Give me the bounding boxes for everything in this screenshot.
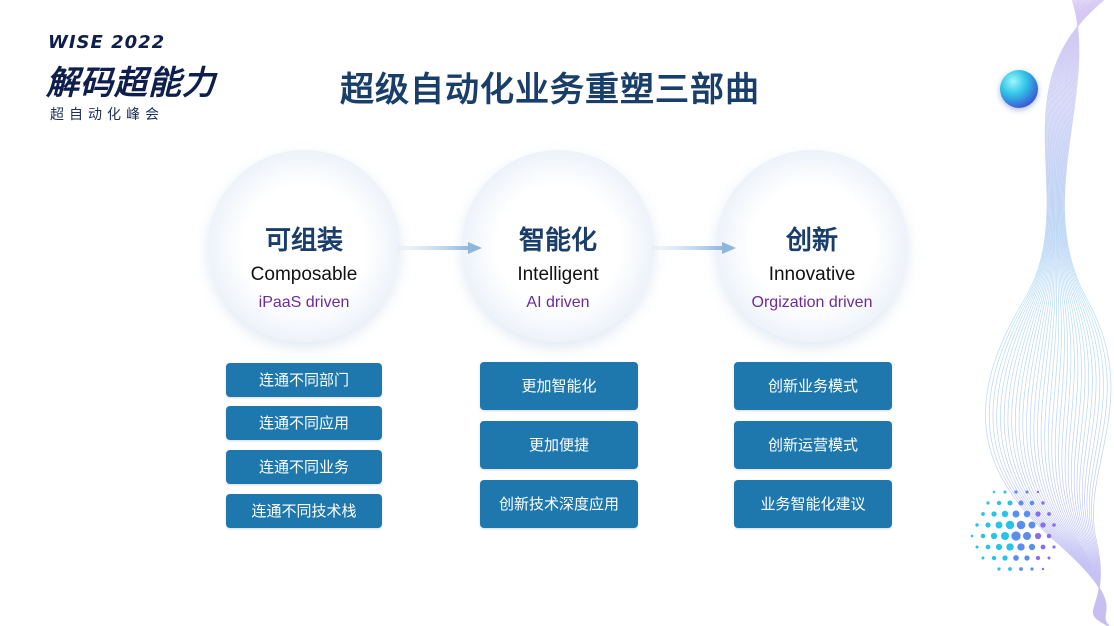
logo-dot xyxy=(1028,543,1036,551)
logo-dot xyxy=(1022,531,1032,541)
stage-zh-label: 智能化 xyxy=(518,226,597,256)
feature-box: 连通不同业务 xyxy=(226,450,382,484)
logo-dot xyxy=(980,533,986,539)
logo-dot xyxy=(1012,510,1020,518)
logo-tagline: 解码超能力 xyxy=(46,63,216,102)
logo-wise-2022: WISE 2022 xyxy=(48,32,166,53)
logo-dot xyxy=(1052,523,1056,527)
logo-dot xyxy=(1052,545,1056,549)
logo-dot xyxy=(1002,555,1008,561)
logo-dot xyxy=(986,501,990,505)
feature-box: 连通不同技术栈 xyxy=(226,494,382,528)
stage-zh-label: 可组装 xyxy=(264,226,343,256)
logo-dot xyxy=(995,543,1003,551)
logo-dot xyxy=(1035,511,1041,517)
wave-decoration xyxy=(985,0,1112,626)
logo-dot xyxy=(1025,490,1029,494)
logo-dot xyxy=(1034,532,1042,540)
logo-dot xyxy=(991,555,997,561)
logo-dot xyxy=(1028,521,1036,529)
logo-dot xyxy=(1017,543,1025,551)
logo-dot xyxy=(981,556,985,560)
logo-summit-name: 超自动化峰会 xyxy=(50,107,164,123)
stage-driver-label: Orgization driven xyxy=(751,294,873,311)
logo-dot xyxy=(1047,556,1051,560)
logo-dot xyxy=(981,512,985,516)
logo-dot xyxy=(1040,544,1046,550)
logo-dot xyxy=(990,532,998,540)
stage-en-label: Innovative xyxy=(768,264,856,285)
logo-dot xyxy=(1035,555,1041,561)
slide-title: 超级自动化业务重塑三部曲 xyxy=(340,70,760,110)
logo-dot xyxy=(975,545,979,549)
logo-dot xyxy=(1040,522,1046,528)
logo-dot xyxy=(975,523,979,527)
feature-box: 创新运营模式 xyxy=(734,421,892,469)
logo-dot xyxy=(1030,567,1034,571)
logo-dot xyxy=(1024,555,1030,561)
logo-dot xyxy=(1006,543,1014,551)
stage-driver-label: AI driven xyxy=(526,294,590,311)
stage-circle-intelligent: 智能化 Intelligent AI driven xyxy=(462,150,654,342)
logo-dot xyxy=(991,511,997,517)
logo-dot xyxy=(1000,531,1010,541)
logo-dot xyxy=(1041,501,1045,505)
logo-dot xyxy=(1016,520,1026,530)
logo-dot xyxy=(1023,510,1031,518)
logo-dot xyxy=(1007,500,1013,506)
feature-box: 创新技术深度应用 xyxy=(480,480,638,528)
stage-circle-composable: 可组装 Composable iPaaS driven xyxy=(208,150,400,342)
stage-circle-innovative: 创新 Innovative Orgization driven xyxy=(716,150,908,342)
logo-dot xyxy=(995,521,1003,529)
stage-en-label: Composable xyxy=(250,264,358,285)
logo-dot xyxy=(1029,500,1035,506)
logo-dot xyxy=(1003,490,1007,494)
logo-dot xyxy=(1014,490,1018,494)
feature-box: 更加智能化 xyxy=(480,362,638,410)
logo-dot xyxy=(996,500,1002,506)
feature-box: 更加便捷 xyxy=(480,421,638,469)
logo-dot xyxy=(1046,533,1052,539)
logo-dot xyxy=(1005,520,1015,530)
logo-dot xyxy=(1041,567,1045,571)
logo-dot xyxy=(1013,555,1019,561)
stage-en-label: Intelligent xyxy=(517,264,599,285)
logo-dot xyxy=(992,490,996,494)
logo-dot xyxy=(1001,510,1009,518)
logo-dot xyxy=(985,522,991,528)
stage-driver-label: iPaaS driven xyxy=(258,294,350,311)
logo-dot xyxy=(970,534,974,538)
arrow-right-icon xyxy=(652,242,736,254)
logo-dot xyxy=(997,567,1001,571)
logo-dot xyxy=(1047,512,1051,516)
gradient-sphere-icon xyxy=(1000,70,1038,108)
feature-box: 连通不同应用 xyxy=(226,406,382,440)
logo-dot xyxy=(985,544,991,550)
logo-dot xyxy=(1036,490,1040,494)
logo-dot xyxy=(1018,500,1024,506)
stage-zh-label: 创新 xyxy=(785,226,838,256)
feature-box: 业务智能化建议 xyxy=(734,480,892,528)
feature-box: 连通不同部门 xyxy=(226,363,382,397)
arrow-right-icon xyxy=(398,242,482,254)
logo-dot xyxy=(1011,531,1021,541)
feature-box: 创新业务模式 xyxy=(734,362,892,410)
logo-dot xyxy=(1019,567,1023,571)
dot-cluster-logo-icon xyxy=(970,490,1056,571)
logo-dot xyxy=(1008,567,1012,571)
